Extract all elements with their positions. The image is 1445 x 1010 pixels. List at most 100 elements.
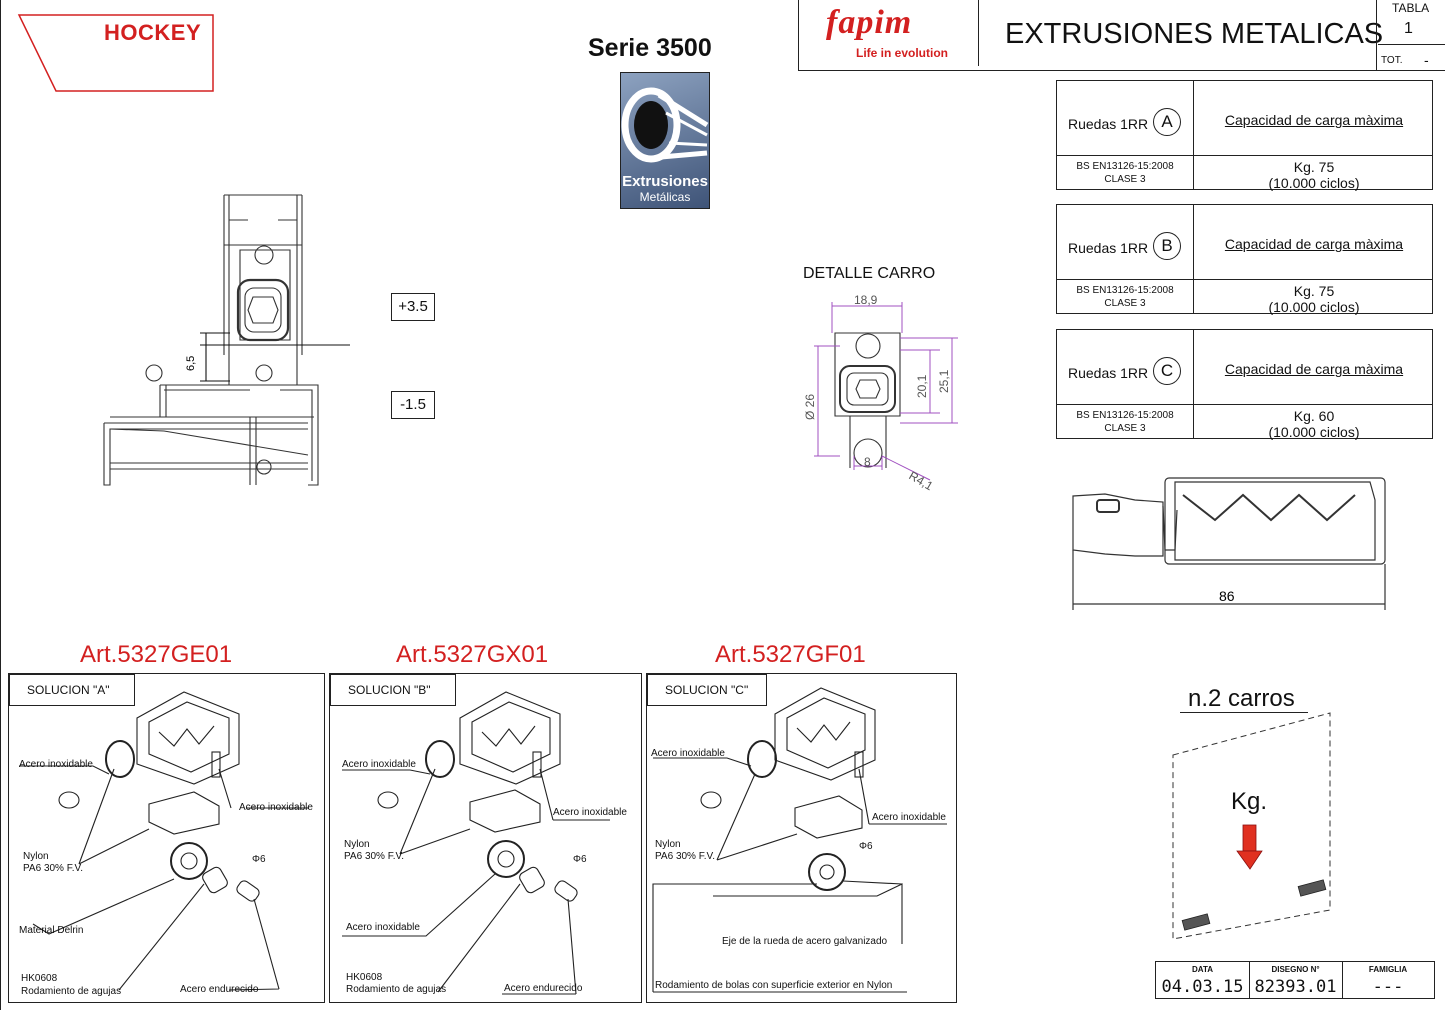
exploded-view-b <box>342 691 610 995</box>
detail-width: 18,9 <box>854 293 878 307</box>
cycles: (10.000 ciclos) <box>1268 424 1360 440</box>
carriage-length: 86 <box>1219 588 1235 604</box>
detail-h1: 20,1 <box>915 374 929 398</box>
footer-data-label: DATA <box>1191 965 1214 974</box>
profile-section-drawing: 6,5 <box>103 194 350 486</box>
class: CLASE 3 <box>1104 298 1146 309</box>
wheel-label: Ruedas 1RR <box>1068 365 1149 381</box>
label-nylon1: Nylon <box>344 839 370 850</box>
detail-title: DETALLE CARRO <box>803 265 936 282</box>
tabla-underline <box>1378 44 1445 45</box>
solution-a-panel: SOLUCION "A" Acero inoxidable Acero inox… <box>8 673 325 1003</box>
label-phi: Φ6 <box>859 841 873 852</box>
carriage-side-view: 86 <box>1072 477 1386 610</box>
logo-line1: Extrusiones <box>622 173 708 190</box>
extrusiones-logo: Extrusiones Metálicas <box>620 72 710 209</box>
wheel-letter: A <box>1153 108 1181 136</box>
label-phi: Φ6 <box>573 854 587 865</box>
label-acero1: Acero inoxidable <box>342 759 416 770</box>
page-left-border <box>0 0 1 1010</box>
wheel-label: Ruedas 1RR <box>1068 240 1149 256</box>
tot-value: - <box>1424 52 1429 68</box>
label-hk: HK0608 <box>21 973 58 984</box>
dim-6-5: 6,5 <box>185 356 197 371</box>
fapim-logo: fapim <box>826 4 913 41</box>
detail-diameter: Ø 26 <box>803 394 817 420</box>
wheel-table-c: Ruedas 1RR C Capacidad de carga màxima B… <box>1056 329 1433 440</box>
label-nylon2: PA6 30% F.V. <box>344 851 405 862</box>
cycles: (10.000 ciclos) <box>1268 175 1360 191</box>
label-eje: Eje de la rueda de acero galvanizado <box>722 936 888 947</box>
carriage-detail-drawing: 18,9 Ø 26 20,1 25,1 8 R4,1 <box>803 293 958 493</box>
wheel-letter: B <box>1153 232 1181 260</box>
label-phi: Φ6 <box>252 854 266 865</box>
capacity-label: Capacidad de carga màxima <box>1224 236 1404 252</box>
label-nylon2: PA6 30% F.V. <box>655 851 716 862</box>
detail-h2: 25,1 <box>937 369 951 393</box>
wheel-table-b: Ruedas 1RR B Capacidad de carga màxima B… <box>1056 204 1433 315</box>
label-rodamiento: Rodamiento de agujas <box>346 984 447 995</box>
label-material: Material Delrin <box>19 925 84 936</box>
footer-data-value: 04.03.15 <box>1161 977 1244 997</box>
article-b-code: Art.5327GX01 <box>396 641 549 668</box>
load-diagram-title-underline <box>1180 712 1308 713</box>
solution-label: SOLUCION "B" <box>330 674 456 706</box>
header-divider-2 <box>1376 0 1377 70</box>
hockey-label: HOCKEY <box>104 20 202 45</box>
standard: BS EN13126-15:2008 <box>1076 285 1174 296</box>
logo-line2: Metálicas <box>639 190 691 204</box>
series-title: Serie 3500 <box>588 34 712 62</box>
standard: BS EN13126-15:2008 <box>1076 410 1174 421</box>
label-acero2: Acero inoxidable <box>553 807 627 818</box>
load-kg-label: Kg. <box>1231 788 1268 815</box>
footer-famiglia-value: --- <box>1372 977 1404 997</box>
footer-disegno-label: DISEGNO N° <box>1271 965 1320 974</box>
label-rodamiento-bolas: Rodamiento de bolas con superficie exter… <box>655 980 893 991</box>
capacity-label: Capacidad de carga màxima <box>1224 361 1404 377</box>
detail-radius: R4,1 <box>907 468 936 493</box>
label-endurecido: Acero endurecido <box>504 983 583 994</box>
label-hk: HK0608 <box>346 972 383 983</box>
load: Kg. 75 <box>1293 159 1335 175</box>
article-c-code: Art.5327GF01 <box>715 641 866 668</box>
hockey-badge <box>17 14 214 92</box>
label-acero2: Acero inoxidable <box>239 802 313 813</box>
tolerance-plus: +3.5 <box>391 293 435 321</box>
label-rodamiento: Rodamiento de agujas <box>21 986 122 997</box>
exploded-view-c <box>652 687 947 993</box>
solution-b-panel: SOLUCION "B" Acero inoxidable Acero inox… <box>329 673 642 1003</box>
label-endurecido: Acero endurecido <box>180 984 259 995</box>
class: CLASE 3 <box>1104 174 1146 185</box>
label-acero1: Acero inoxidable <box>19 759 93 770</box>
carriage-icon-right <box>1297 879 1327 897</box>
exploded-view-a <box>19 691 309 991</box>
label-nylon2: PA6 30% F.V. <box>23 863 84 874</box>
label-nylon1: Nylon <box>655 839 681 850</box>
article-a-code: Art.5327GE01 <box>80 641 233 668</box>
tolerance-minus: -1.5 <box>391 391 435 419</box>
load-diagram-title: n.2 carros <box>1188 685 1295 712</box>
fapim-tagline: Life in evolution <box>856 46 948 60</box>
page-title: EXTRUSIONES METALICAS <box>1005 18 1384 50</box>
solution-label: SOLUCION "A" <box>9 674 135 706</box>
pipe-logo-icon <box>621 87 709 163</box>
wheel-label: Ruedas 1RR <box>1068 116 1149 132</box>
carriage-icon-left <box>1181 913 1211 931</box>
tot-label: TOT. <box>1381 55 1403 66</box>
detail-bottom: 8 <box>864 455 871 469</box>
drawing-footer: DATA 04.03.15 DISEGNO N° 82393.01 FAMIGL… <box>1155 961 1435 999</box>
footer-famiglia-label: FAMIGLIA <box>1368 965 1408 974</box>
tabla-label: TABLA <box>1392 1 1430 15</box>
load-diagram <box>1172 712 1331 940</box>
load: Kg. 60 <box>1293 408 1335 424</box>
tabla-number: 1 <box>1404 20 1413 37</box>
standard: BS EN13126-15:2008 <box>1076 161 1174 172</box>
footer-disegno-value: 82393.01 <box>1254 977 1337 997</box>
solution-c-panel: SOLUCION "C" Acero inoxidable Acero inox… <box>646 673 957 1003</box>
title-block <box>798 0 1445 71</box>
wheel-letter: C <box>1153 357 1181 385</box>
label-nylon1: Nylon <box>23 851 49 862</box>
class: CLASE 3 <box>1104 423 1146 434</box>
header-divider-1 <box>978 0 979 66</box>
load: Kg. 75 <box>1293 283 1335 299</box>
